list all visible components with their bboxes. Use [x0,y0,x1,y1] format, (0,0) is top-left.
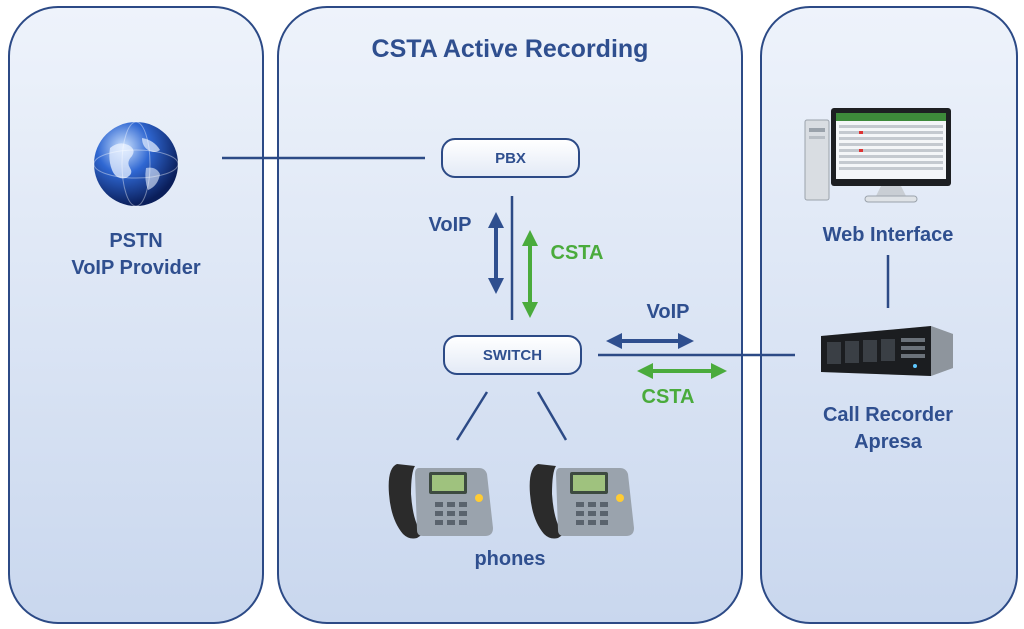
switch-phone1-line [455,391,489,441]
pstn-label: PSTN [109,230,163,252]
apresa-label: Apresa [854,431,922,453]
phones-label: phones [474,548,546,570]
voip-vertical-label: VoIP [428,214,472,236]
csta-link-label: CSTA [641,386,695,408]
diagram-title: CSTA Active Recording [371,35,649,63]
call-recorder-label: Call Recorder [822,404,954,426]
voip-link-label: VoIP [646,301,690,323]
web-interface-label: Web Interface [822,224,954,246]
computer-monitor-icon [804,108,951,203]
left-panel [8,6,264,624]
voip-provider-label: VoIP Provider [71,257,201,279]
rack-server-icon [821,326,953,376]
pbx-node: PBX [441,138,580,178]
globe-icon [93,121,179,207]
ip-phone-icon [529,464,634,539]
middle-panel [277,6,743,624]
csta-vertical-label: CSTA [550,242,604,264]
switch-node: SWITCH [443,335,582,375]
switch-phone2-line [536,391,568,441]
ip-phone-icon [388,464,493,539]
